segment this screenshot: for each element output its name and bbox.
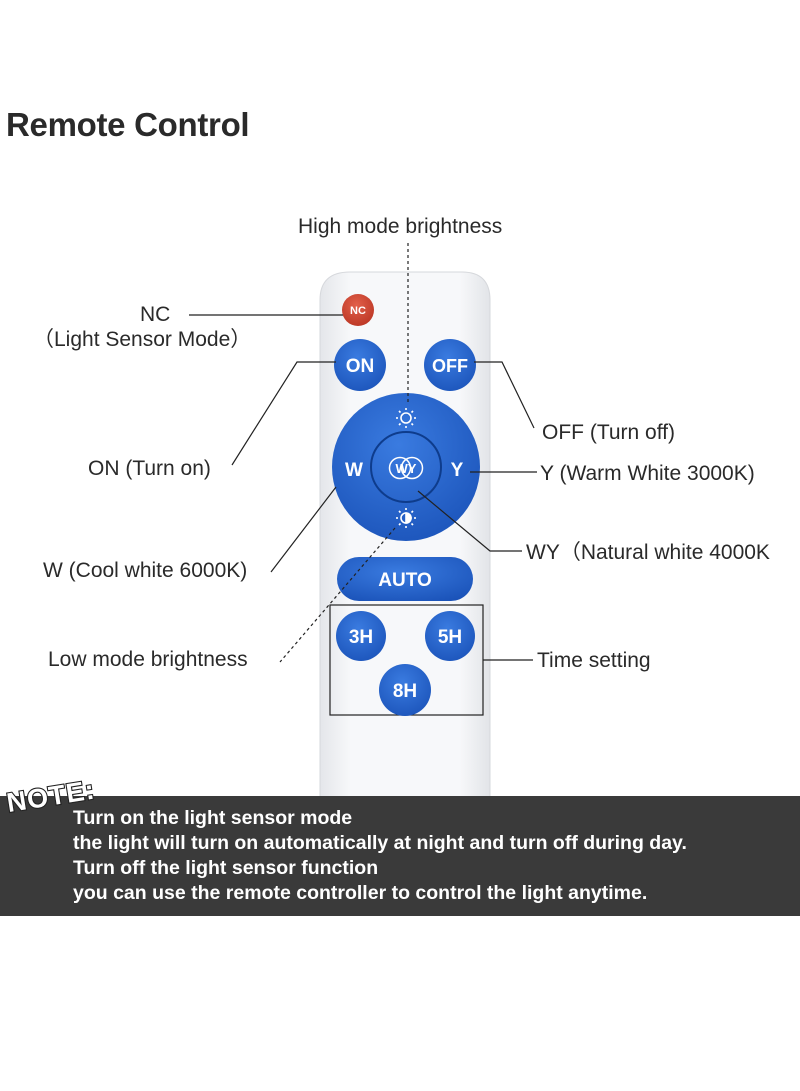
high-brightness-icon[interactable]: [396, 408, 416, 428]
callout-wy: WY（Natural white 4000K: [526, 541, 770, 564]
wy-button-label: WY: [396, 461, 417, 476]
y-button[interactable]: Y: [451, 460, 464, 481]
on-button[interactable]: ON: [334, 339, 386, 391]
note-badge: NOTE:: [4, 773, 99, 819]
auto-button-label: AUTO: [378, 570, 431, 591]
nc-button-label: NC: [350, 305, 366, 317]
callout-off: OFF (Turn off): [542, 421, 676, 444]
wy-button[interactable]: WY: [388, 456, 424, 480]
note-band: [0, 796, 800, 916]
off-button-label: OFF: [432, 356, 468, 376]
leader-off: [474, 361, 535, 429]
timer-5h-button[interactable]: 5H: [425, 611, 475, 661]
page-title: Remote Control: [6, 106, 250, 143]
timer-8h-button[interactable]: 8H: [379, 664, 431, 716]
note-line-1: Turn on the light sensor mode: [73, 807, 353, 829]
low-brightness-icon[interactable]: [396, 508, 416, 528]
callout-on: ON (Turn on): [88, 457, 211, 480]
timer-3h-button[interactable]: 3H: [336, 611, 386, 661]
color-pad: [332, 393, 480, 541]
callout-w: W (Cool white 6000K): [43, 559, 248, 582]
timer-3h-label: 3H: [349, 627, 373, 648]
leader-w: [270, 486, 337, 573]
callout-nc-title: NC: [140, 303, 171, 326]
leader-on: [231, 361, 336, 466]
timer-5h-label: 5H: [438, 627, 462, 648]
leader-wy: [417, 490, 522, 552]
callout-time: Time setting: [537, 649, 651, 672]
note-line-4: you can use the remote controller to con…: [73, 882, 648, 904]
note-line-2: the light will turn on automatically at …: [73, 832, 687, 854]
callout-high-mode: High mode brightness: [298, 215, 503, 238]
callout-y: Y (Warm White 3000K): [540, 462, 755, 485]
timer-8h-label: 8H: [393, 681, 417, 702]
nc-button[interactable]: NC: [342, 294, 374, 326]
off-button[interactable]: OFF: [424, 339, 476, 391]
callout-nc-subtitle: （Light Sensor Mode）: [33, 328, 252, 351]
callout-low-mode: Low mode brightness: [48, 648, 248, 671]
leader-lines: [189, 243, 537, 663]
note-line-3: Turn off the light sensor function: [73, 857, 379, 879]
on-button-label: ON: [346, 356, 375, 377]
auto-button[interactable]: AUTO: [337, 557, 473, 601]
w-button[interactable]: W: [345, 460, 363, 481]
